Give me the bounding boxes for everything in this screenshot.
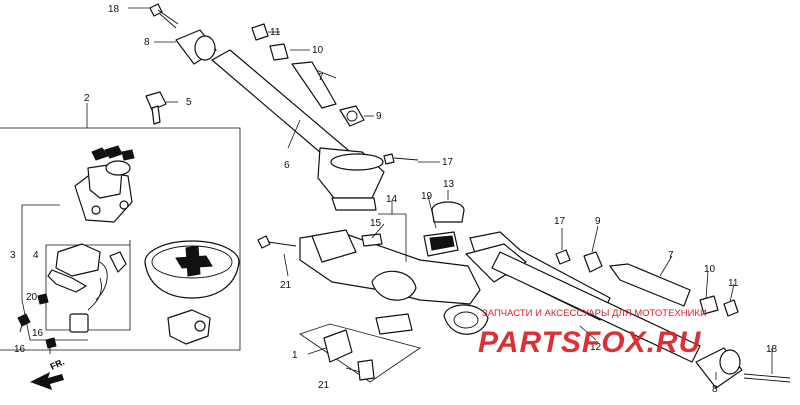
callout-4: 4 [33,250,39,261]
watermark: ЗАПЧАСТИ И АКСЕССУАРЫ ДЛЯ МОТОТЕХНИКИ PA… [478,308,707,359]
bolt-21-mid [257,235,297,249]
callout-1: 1 [292,350,298,361]
watermark-tagline: ЗАПЧАСТИ И АКСЕССУАРЫ ДЛЯ МОТОТЕХНИКИ [482,308,707,319]
callout-9-top: 9 [376,111,382,122]
callout-2: 2 [84,93,90,104]
callout-numbers: 18 8 11 10 7 9 2 5 6 17 13 19 14 15 3 4 … [10,4,778,395]
callout-21-b: 21 [318,380,330,391]
callout-3: 3 [10,250,16,261]
callout-18-bottom: 18 [766,344,778,355]
callout-5: 5 [186,97,192,108]
leader-lines [128,7,773,380]
bar-end-parts-top [251,23,365,127]
callout-10-right: 10 [704,264,716,275]
ignition-cover [144,240,240,299]
ignition-switch [74,145,135,223]
callout-13: 13 [443,179,455,190]
front-direction-arrow [30,372,64,390]
callout-21-a: 21 [280,280,292,291]
callout-10-top: 10 [312,45,324,56]
bar-end-parts-right [555,249,791,389]
wire-clamp [299,323,421,383]
callout-18-top: 18 [108,4,120,15]
callout-19: 19 [421,191,433,202]
right-handlebar [465,231,701,363]
switch-bracket [167,309,211,345]
watermark-logo: PARTSFOX.RU [478,326,702,359]
callout-15: 15 [370,218,382,229]
callout-11-top: 11 [270,27,281,38]
callout-17-mid: 17 [442,157,454,168]
callout-9-right: 9 [595,216,601,227]
bolt-18-top [149,3,179,29]
callout-6: 6 [284,160,290,171]
stem-nut [423,201,465,257]
switch-base [47,243,127,333]
callout-12: 12 [590,342,602,353]
callout-7-right: 7 [668,250,674,261]
top-bridge [299,229,489,335]
callout-8-top: 8 [144,37,150,48]
screws-16-20 [17,293,57,354]
callout-14: 14 [386,194,398,205]
callout-17-top: 17 [554,216,566,227]
key-part [145,91,167,125]
callout-16-b: 16 [14,344,26,355]
callout-11-right: 11 [728,278,739,289]
callout-8-bottom: 8 [712,384,718,395]
callout-7-top: 7 [318,72,324,83]
left-handlebar [175,29,385,211]
front-label: FR. [49,357,66,372]
bolt-17-mid [383,153,419,165]
callout-16-a: 16 [32,328,44,339]
assembly-frame [0,103,241,351]
callout-20: 20 [26,292,38,303]
